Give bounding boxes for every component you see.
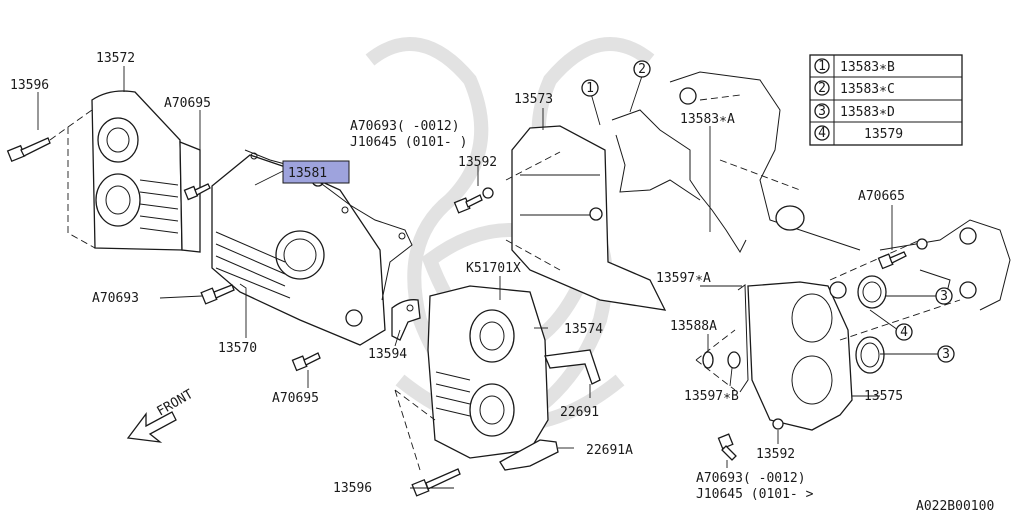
callout-3-lower-text: 3	[942, 347, 950, 362]
callout-3-upper: 3	[935, 287, 953, 305]
bracket-13594	[391, 299, 421, 341]
label-A70693-left[interactable]: A70693	[92, 291, 139, 306]
label-13592-bottom[interactable]: 13592	[756, 447, 795, 462]
label-13596-bottom[interactable]: 13596	[333, 481, 372, 496]
legend-table	[809, 54, 963, 146]
callout-4: 4	[895, 323, 913, 341]
legend-num-1: 1	[818, 59, 826, 74]
label-13574[interactable]: 13574	[564, 322, 603, 337]
label-J10645-bottom[interactable]: J10645 (0101- >	[696, 487, 814, 502]
diagram-code: A022B00100	[916, 499, 994, 512]
label-A70695-bottom[interactable]: A70695	[272, 391, 319, 406]
bolt-A70695-bottom	[291, 352, 321, 388]
callout-2: 2	[633, 60, 651, 78]
label-13594[interactable]: 13594	[368, 347, 407, 362]
label-A70695-top[interactable]: A70695	[164, 96, 211, 111]
highlight-13581[interactable]	[282, 160, 350, 184]
label-13596-top[interactable]: 13596	[10, 78, 49, 93]
outer-cover-13572	[67, 90, 201, 253]
label-K51701X[interactable]: K51701X	[466, 261, 521, 276]
engine-block-right	[879, 219, 1011, 311]
bolt-A70695-top	[183, 110, 211, 201]
engine-block-outline	[669, 71, 861, 251]
bracket-22691	[544, 349, 601, 398]
label-13597B[interactable]: 13597∗B	[684, 389, 739, 404]
belt-cover-13574	[394, 285, 549, 471]
callout-1: 1	[581, 79, 599, 97]
label-13583A[interactable]: 13583∗A	[680, 112, 735, 127]
label-A70693-bottom[interactable]: A70693( -0012)	[696, 471, 806, 486]
legend-part-1[interactable]: 13583∗B	[840, 60, 895, 75]
label-13581[interactable]: 13581	[288, 166, 327, 181]
gasket-13583A	[611, 109, 747, 254]
label-J10645-mid[interactable]: J10645 (0101- )	[350, 135, 467, 150]
label-22691[interactable]: 22691	[560, 405, 599, 420]
bracket-22691A	[499, 439, 559, 471]
bolt-13596-bottom	[411, 468, 461, 497]
callout-3-upper-text: 3	[940, 289, 948, 304]
label-22691A[interactable]: 22691A	[586, 443, 633, 458]
label-front: FRONT	[155, 387, 197, 420]
legend-row-4: 4 13579	[814, 125, 903, 142]
legend-part-3[interactable]: 13583∗D	[840, 105, 895, 120]
legend-row-3: 3 13583∗D	[814, 103, 895, 120]
callout-3-lower: 3	[937, 345, 955, 363]
gasket-13597A	[737, 284, 749, 393]
label-13592-top[interactable]: 13592	[458, 155, 497, 170]
bolt-13596-top	[6, 126, 69, 163]
legend-part-2[interactable]: 13583∗C	[840, 82, 895, 97]
callout-4-text: 4	[900, 325, 908, 340]
label-13597A[interactable]: 13597∗A	[656, 271, 711, 286]
label-A70665[interactable]: A70665	[858, 189, 905, 204]
bolt-13592-top	[453, 187, 494, 214]
legend-part-4[interactable]: 13579	[864, 127, 903, 142]
legend-row-1: 1 13583∗B	[814, 58, 895, 75]
callout-2-text: 2	[638, 62, 646, 77]
oil-seals	[829, 239, 961, 374]
label-13575[interactable]: 13575	[864, 389, 903, 404]
legend-num-4: 4	[818, 126, 826, 141]
legend-row-2: 2 13583∗C	[814, 80, 895, 97]
legend-num-3: 3	[818, 104, 826, 119]
label-A70693-mid[interactable]: A70693( -0012)	[350, 119, 460, 134]
label-13573[interactable]: 13573	[514, 92, 553, 107]
label-13570[interactable]: 13570	[218, 341, 257, 356]
leader-lines	[37, 66, 938, 489]
bolt-A70693-bottom	[717, 433, 737, 468]
callout-1-text: 1	[586, 81, 594, 96]
belt-cover-13575	[747, 281, 853, 431]
legend-num-2: 2	[818, 81, 826, 96]
front-arrow-icon	[126, 411, 177, 443]
label-13588A[interactable]: 13588A	[670, 319, 717, 334]
bolt-A70665	[877, 205, 928, 270]
bolt-A70693-left	[159, 284, 235, 305]
belt-cover-13573	[505, 125, 667, 311]
plug-13588A	[695, 329, 736, 391]
bolt-13592-bottom	[772, 418, 784, 444]
gasket-13597B	[727, 351, 741, 369]
label-13572[interactable]: 13572	[96, 51, 135, 66]
